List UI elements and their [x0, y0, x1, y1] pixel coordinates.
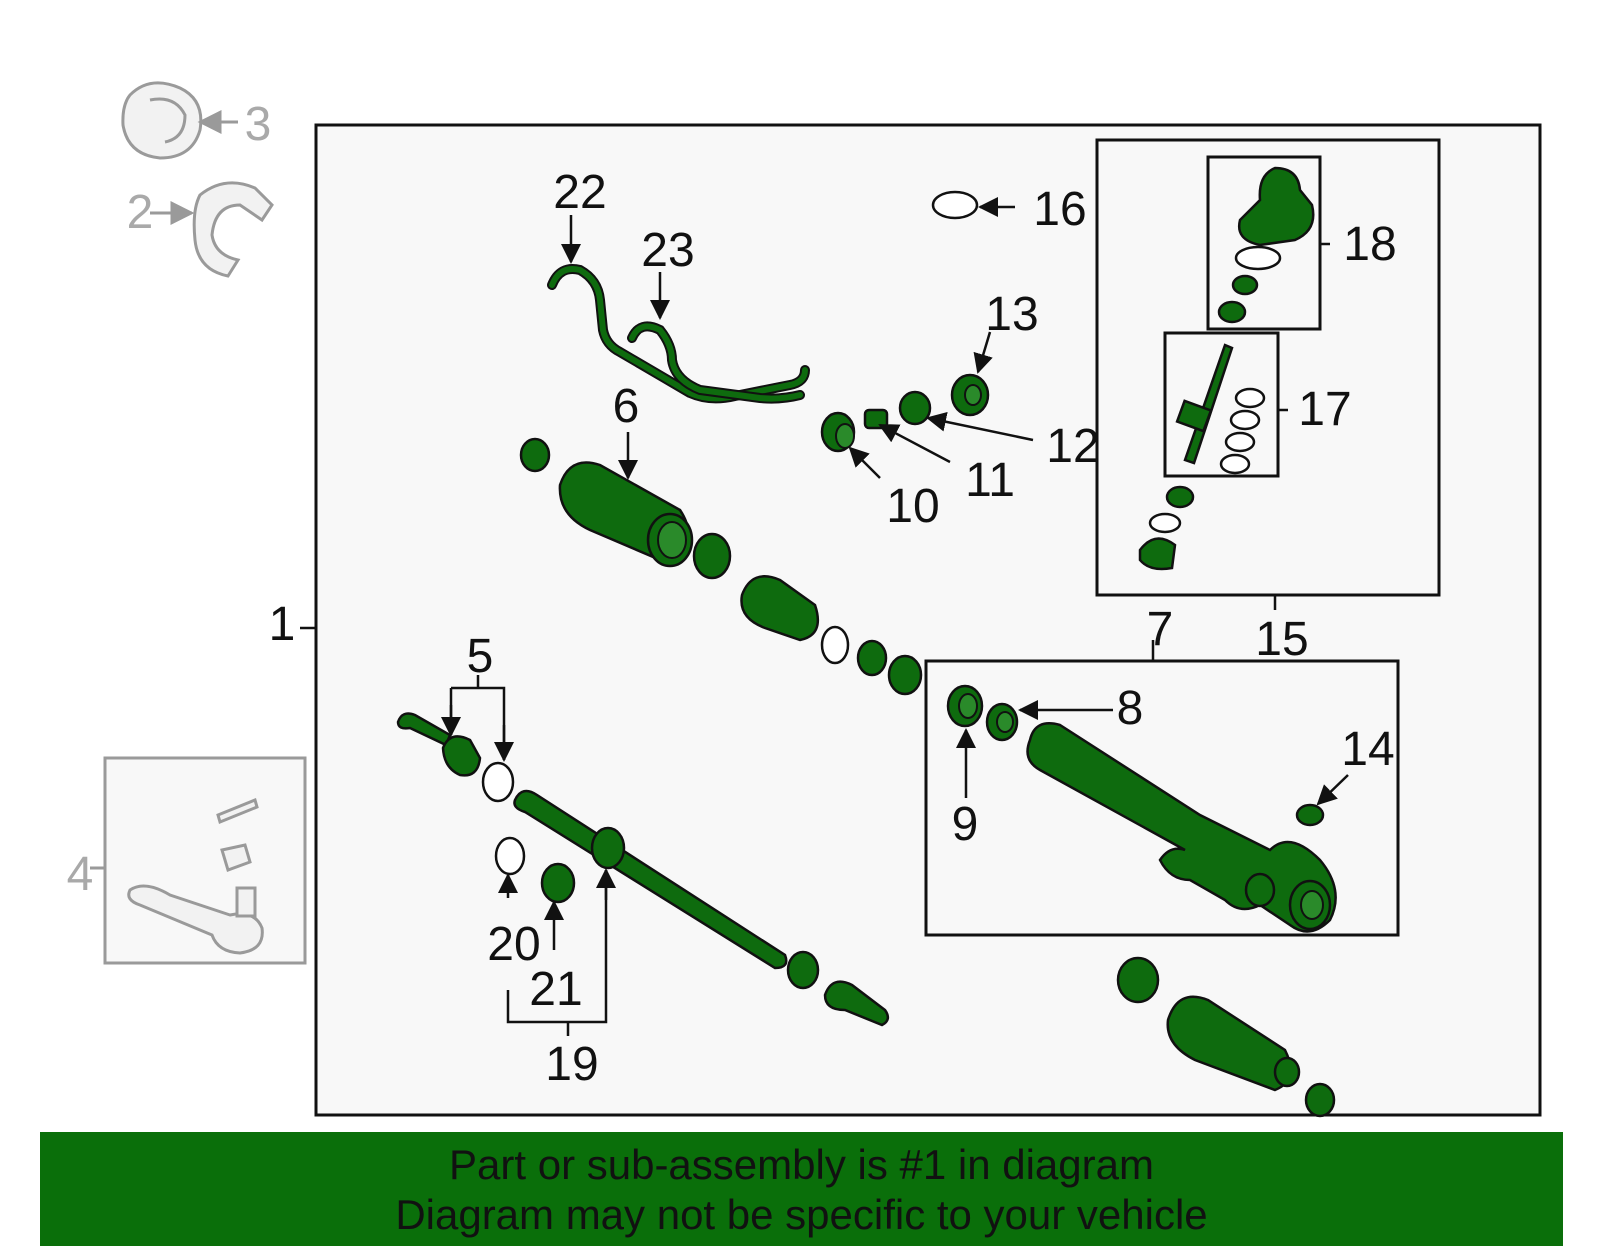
callout-11: 11 — [965, 454, 1015, 507]
callout-3: 3 — [245, 98, 272, 151]
callout-21: 21 — [529, 963, 582, 1016]
plug-part-14[interactable] — [1295, 803, 1325, 827]
cap-part-12[interactable] — [898, 390, 932, 426]
leader-10 — [848, 446, 881, 479]
callout-22: 22 — [553, 166, 606, 219]
rack-part-19[interactable] — [494, 789, 890, 1027]
leader-19-bracket — [506, 870, 608, 1024]
o-ring-part-16[interactable] — [931, 190, 979, 220]
return-tube-part-23[interactable] — [627, 321, 805, 404]
dust-boot-mid[interactable] — [740, 575, 923, 696]
rack-housing-frame — [924, 659, 1400, 937]
inner-tie-rod-part-5[interactable] — [396, 712, 515, 803]
tie-rod-end-part-4[interactable] — [127, 797, 264, 955]
callout-7: 7 — [1147, 603, 1174, 656]
callout-14: 14 — [1341, 723, 1394, 776]
leader-13 — [973, 331, 993, 374]
boot-lower-right[interactable] — [1116, 956, 1336, 1118]
seal-part-13[interactable] — [950, 373, 990, 417]
control-valve-part-17[interactable] — [1175, 343, 1266, 475]
callout-17: 17 — [1298, 383, 1351, 436]
callout-15: 15 — [1255, 613, 1308, 666]
callout-23: 23 — [641, 224, 694, 277]
callout-2: 2 — [127, 186, 154, 239]
callout-4: 4 — [67, 848, 94, 901]
callout-1: 1 — [269, 598, 296, 651]
callout-19: 19 — [545, 1038, 598, 1091]
callout-9: 9 — [952, 798, 979, 851]
bushing-part-10[interactable] — [820, 411, 856, 453]
callout-5: 5 — [467, 630, 494, 683]
main-assembly-frame — [314, 123, 1542, 1117]
callout-20: 20 — [487, 918, 540, 971]
callout-12: 12 — [1046, 420, 1099, 473]
leader-11 — [878, 423, 951, 464]
callout-6: 6 — [613, 380, 640, 433]
banner-line-2: Diagram may not be specific to your vehi… — [395, 1191, 1208, 1238]
seal-part-8[interactable] — [985, 702, 1019, 742]
pressure-tube-part-22[interactable] — [547, 264, 810, 404]
valve-seals-part-15[interactable] — [1138, 485, 1195, 571]
spring-part-11[interactable] — [863, 408, 889, 430]
callout-18: 18 — [1343, 218, 1396, 271]
leader-14 — [1316, 774, 1349, 806]
valve-kit-frame — [1163, 331, 1280, 478]
callout-13: 13 — [985, 288, 1038, 341]
bracket-part-2[interactable] — [192, 181, 274, 278]
callout-10: 10 — [886, 480, 939, 533]
banner-line-1: Part or sub-assembly is #1 in diagram — [449, 1141, 1154, 1188]
callout-16: 16 — [1033, 183, 1086, 236]
bushing-part-9[interactable] — [946, 684, 984, 728]
boot-part-6[interactable] — [519, 437, 732, 580]
valve-housing-part-18[interactable] — [1217, 166, 1315, 324]
bushing-part-3[interactable] — [121, 81, 203, 160]
valve-subassembly-frame — [1095, 138, 1441, 597]
rack-housing-part-7[interactable] — [1026, 722, 1337, 933]
disclaimer-banner: Part or sub-assembly is #1 in diagram Di… — [40, 1132, 1563, 1246]
leader-12 — [926, 411, 1034, 442]
callout-8: 8 — [1117, 682, 1144, 735]
